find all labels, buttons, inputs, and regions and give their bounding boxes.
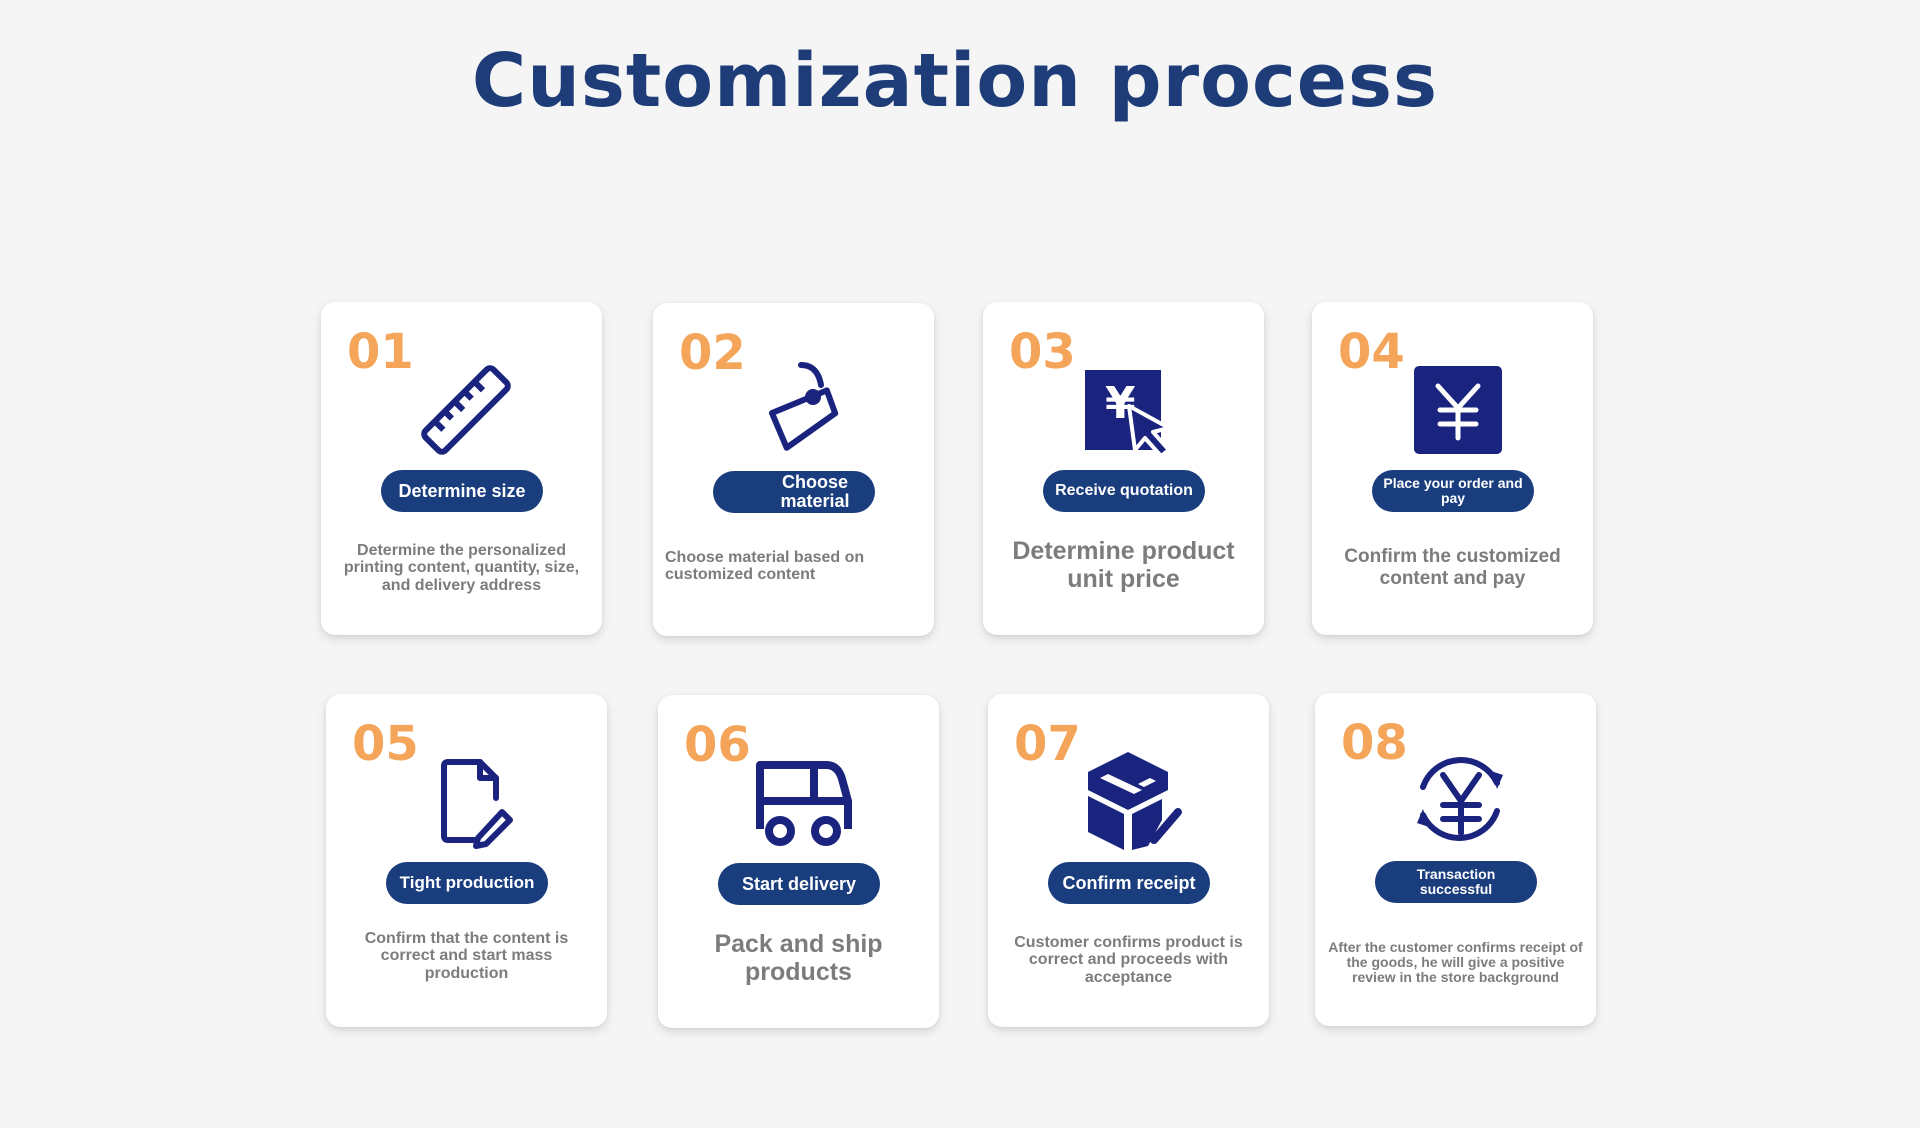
document-edit-icon <box>416 750 526 850</box>
step-label-pill: Receive quotation <box>1043 470 1205 512</box>
step-label-pill: Choose material <box>713 471 875 513</box>
step-card-07: 07 Confirm receipt Customer confirms pro… <box>988 694 1269 1027</box>
page-title: Customization process <box>471 38 1439 124</box>
step-description: Confirm that the content is correct and … <box>364 930 569 982</box>
step-description: Choose material based on customized cont… <box>665 549 865 584</box>
truck-icon <box>748 751 858 851</box>
step-card-01: 01 Determine size Determine the personal… <box>321 302 602 635</box>
yuan-cycle-icon <box>1405 749 1515 849</box>
step-number: 05 <box>352 716 419 772</box>
step-card-04: 04 Place your order and pay Confirm the … <box>1312 302 1593 635</box>
ruler-icon <box>411 358 521 458</box>
step-label-pill: Start delivery <box>718 863 880 905</box>
step-label-pill: Tight production <box>386 862 548 904</box>
step-number: 08 <box>1341 715 1408 771</box>
step-label-pill: Confirm receipt <box>1048 862 1210 904</box>
step-card-05: 05 Tight production Confirm that the con… <box>326 694 607 1027</box>
step-number: 04 <box>1338 324 1405 380</box>
step-number: 01 <box>347 324 414 380</box>
step-description: Determine product unit price <box>1012 537 1235 593</box>
step-description: Customer confirms product is correct and… <box>1014 934 1243 986</box>
step-description: Pack and ship products <box>714 930 883 986</box>
step-label-pill: Transaction successful <box>1375 861 1537 903</box>
step-number: 07 <box>1014 716 1081 772</box>
step-label-pill: Place your order and pay <box>1372 470 1534 512</box>
step-number: 02 <box>679 325 746 381</box>
yuan-box-icon <box>1402 358 1512 458</box>
step-card-03: 03 ¥ Receive quotation Determine product… <box>983 302 1264 635</box>
step-number: 03 <box>1009 324 1076 380</box>
step-description: After the customer confirms receipt of t… <box>1328 939 1583 986</box>
step-label-pill: Determine size <box>381 470 543 512</box>
step-card-08: 08 Transaction successful After the cust… <box>1315 693 1596 1026</box>
step-number: 06 <box>684 717 751 773</box>
yuan-cursor-icon: ¥ <box>1073 358 1183 458</box>
step-description: Determine the personalized printing cont… <box>343 542 580 594</box>
step-card-02: 02 Choose material Choose material based… <box>653 303 934 636</box>
step-card-06: 06 Start delivery Pack and ship products <box>658 695 939 1028</box>
tag-icon <box>743 359 853 459</box>
step-description: Confirm the customized content and pay <box>1344 546 1561 589</box>
package-check-icon <box>1078 750 1188 850</box>
